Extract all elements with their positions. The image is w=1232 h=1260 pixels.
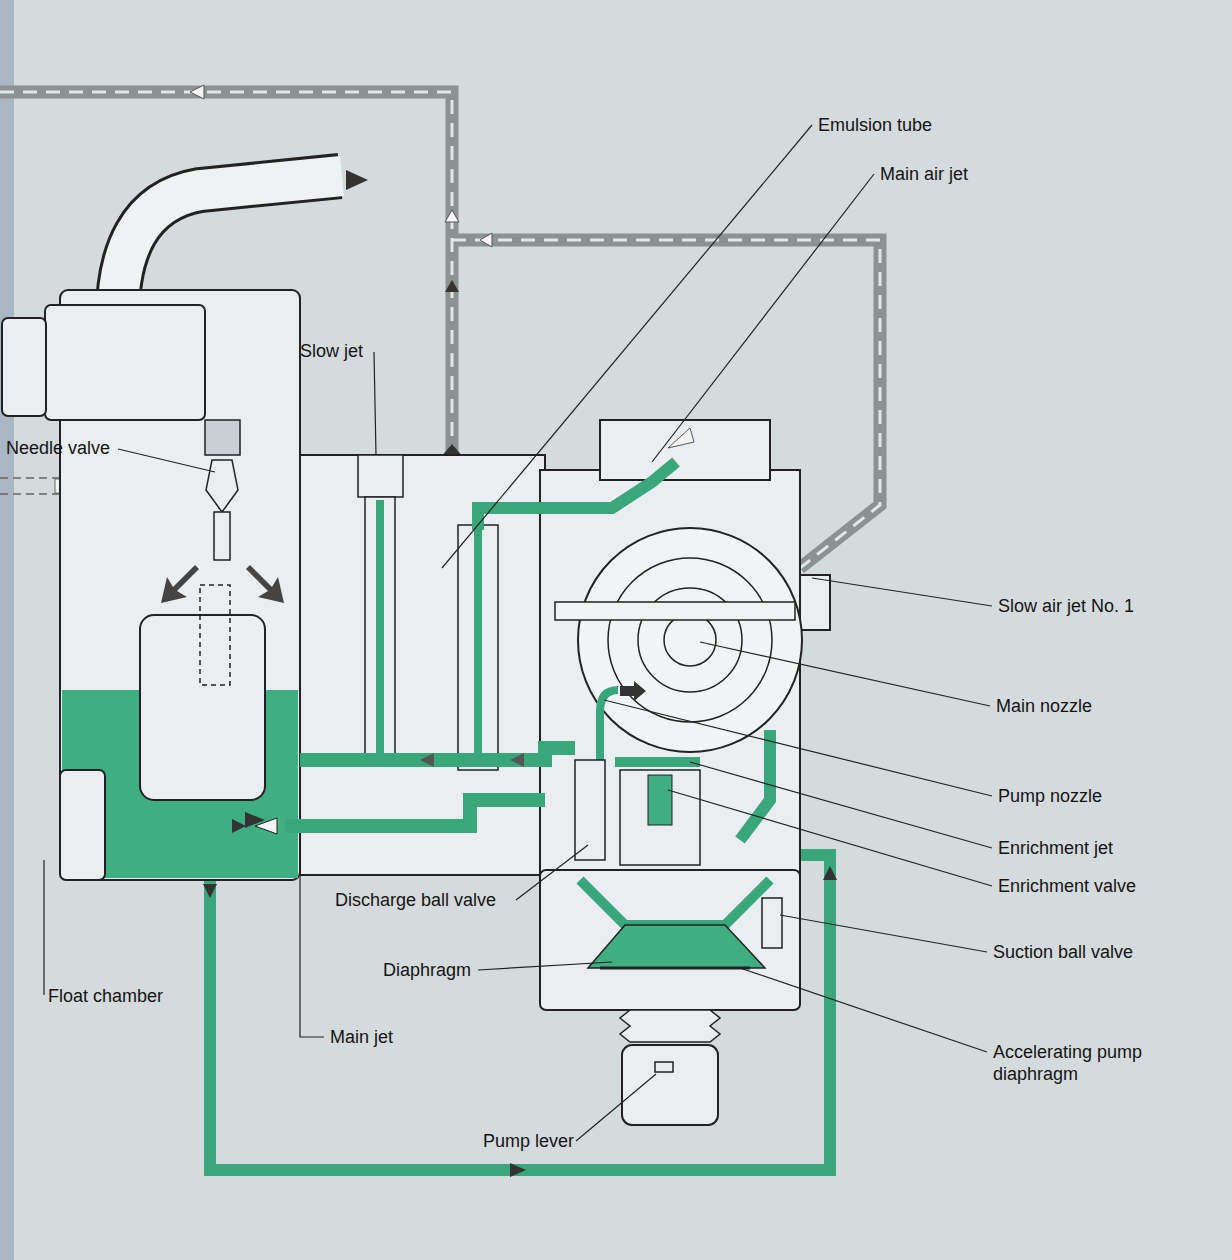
suction-ball-valve: [762, 898, 782, 948]
enrichment-valve: [620, 770, 700, 865]
pump-nozzle-passage: [600, 690, 618, 760]
flow-arrow: [420, 753, 434, 767]
pump-chamber: [588, 925, 765, 968]
leader-line: [812, 578, 992, 606]
leader-line: [668, 790, 992, 886]
part-label: Float chamber: [48, 985, 163, 1007]
enrichment-valve-stem: [648, 775, 672, 825]
leader-line: [780, 915, 987, 952]
fuel-passage: [615, 757, 700, 767]
venturi: [578, 528, 802, 752]
fuel-passage: [580, 880, 770, 925]
pump-bellows: [620, 1010, 720, 1042]
pump-lever: [655, 1062, 673, 1072]
flow-arrow: [480, 233, 492, 247]
main-jet-symbol: [255, 818, 277, 834]
drain-plug: [60, 770, 105, 880]
leader-line: [652, 174, 874, 462]
leader-line: [576, 1074, 656, 1141]
part-label: Main jet: [330, 1026, 393, 1048]
part-label: Needle valve: [6, 437, 110, 459]
fuel-passage: [478, 462, 676, 530]
float: [140, 615, 265, 800]
part-label: Accelerating pump diaphragm: [993, 1041, 1193, 1085]
part-label: Slow jet: [300, 340, 363, 362]
fuel-passage: [210, 855, 830, 1170]
flow-arrow: [203, 884, 217, 898]
needle-valve-body: [206, 460, 238, 512]
flow-arrow: [346, 170, 368, 190]
part-label: Suction ball valve: [993, 941, 1133, 963]
leader-line: [516, 845, 588, 900]
flow-arrow: [445, 280, 459, 292]
part-label: Discharge ball valve: [335, 889, 496, 911]
page-edge: [0, 0, 14, 1260]
leader-lines: [44, 125, 992, 1141]
body-boss: [800, 575, 830, 630]
float-arm: [200, 585, 230, 685]
fuel-passage: [376, 500, 384, 755]
emulsion-tube: [458, 525, 498, 770]
part-label: Diaphragm: [383, 959, 471, 981]
flow-arrow: [823, 866, 837, 880]
fuel-passage: [474, 530, 482, 765]
leader-line: [442, 125, 812, 568]
venturi-ring: [664, 614, 716, 666]
flow-arrow: [445, 210, 459, 222]
leader-line: [43, 860, 44, 995]
discharge-ball-valve: [575, 760, 605, 860]
slow-jet-tube: [365, 497, 395, 757]
leader-line: [700, 642, 990, 706]
air-horn: [600, 420, 770, 480]
pump-housing: [540, 870, 800, 1010]
part-label: Pump nozzle: [998, 785, 1102, 807]
needle: [214, 512, 230, 560]
part-label: Pump lever: [483, 1130, 574, 1152]
main-nozzle-tube: [555, 602, 795, 620]
pump-diaphragm: [600, 967, 750, 970]
leader-line: [604, 700, 992, 796]
leader-line: [740, 968, 987, 1052]
flow-arrow: [510, 1163, 526, 1177]
leader-line: [118, 449, 215, 472]
flow-arrow: [232, 819, 246, 833]
part-label: Slow air jet No. 1: [998, 595, 1134, 617]
leader-line: [374, 352, 376, 455]
flow-arrow: [246, 565, 284, 603]
inlet-fitting: [45, 305, 205, 420]
inlet-nut: [2, 318, 46, 416]
air-passage-dash: [0, 92, 452, 478]
part-label: Enrichment jet: [998, 837, 1113, 859]
leader-line: [300, 836, 324, 1037]
fuel-passage: [300, 748, 575, 760]
flow-arrow: [668, 428, 694, 448]
filter-screen: [205, 420, 240, 455]
flow-arrow: [510, 753, 524, 767]
pump-lower-housing: [622, 1045, 718, 1125]
part-label: Main air jet: [880, 163, 968, 185]
air-passage: [0, 92, 452, 478]
flow-arrow: [190, 85, 204, 99]
flow-arrow: [161, 565, 199, 603]
part-label: Enrichment valve: [998, 875, 1136, 897]
venturi-ring: [608, 558, 772, 722]
fuel-passage: [740, 730, 770, 840]
leader-line: [690, 762, 992, 848]
fuel-passage: [285, 800, 545, 826]
flow-arrow: [620, 681, 646, 701]
part-label: Emulsion tube: [818, 114, 932, 136]
carburetor-body: [300, 455, 545, 875]
part-label: Main nozzle: [996, 695, 1092, 717]
leader-line: [478, 962, 612, 970]
slow-jet: [358, 455, 403, 497]
